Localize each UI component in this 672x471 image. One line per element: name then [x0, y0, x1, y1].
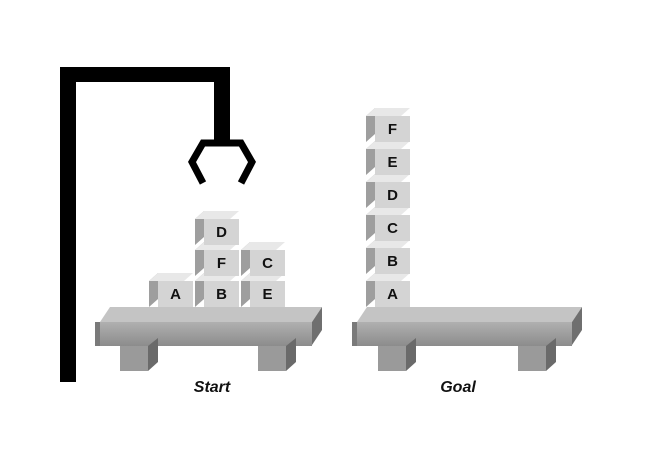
start-block-a: A: [149, 273, 193, 307]
goal-block-a-label: A: [387, 286, 398, 303]
start-block-f-label: F: [217, 255, 226, 272]
goal-block-b-label: B: [387, 253, 398, 270]
start-block-e: E: [241, 273, 285, 307]
start-block-f: F: [195, 242, 239, 276]
gripper-claw-icon: [188, 139, 256, 185]
start-block-c: C: [241, 242, 285, 276]
start-table: [95, 307, 322, 371]
goal-block-e: E: [366, 141, 410, 175]
goal-block-d: D: [366, 174, 410, 208]
goal-block-c: C: [366, 207, 410, 241]
goal-table: [352, 307, 582, 371]
start-blocks: A B E F C D: [149, 211, 285, 307]
goal-block-c-label: C: [387, 220, 398, 237]
start-caption: Start: [194, 379, 231, 396]
start-block-a-label: A: [170, 286, 181, 303]
goal-block-f: F: [366, 108, 410, 142]
start-block-e-label: E: [262, 286, 272, 303]
goal-caption: Goal: [440, 379, 476, 396]
goal-block-a: A: [366, 273, 410, 307]
start-block-b-label: B: [216, 286, 227, 303]
start-block-d: D: [195, 211, 239, 245]
goal-block-e-label: E: [387, 154, 397, 171]
crane-arm: [60, 67, 230, 382]
goal-block-b: B: [366, 240, 410, 274]
goal-block-f-label: F: [388, 121, 397, 138]
start-block-c-label: C: [262, 255, 273, 272]
start-block-d-label: D: [216, 224, 227, 241]
start-block-b: B: [195, 273, 239, 307]
goal-block-d-label: D: [387, 187, 398, 204]
